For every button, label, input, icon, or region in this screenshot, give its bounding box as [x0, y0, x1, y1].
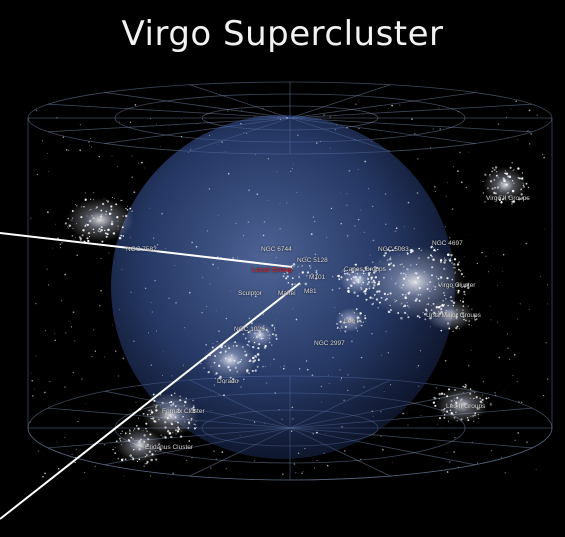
label-ngc-5128: NGC 5128 [297, 257, 328, 264]
page-title: Virgo Supercluster [121, 14, 444, 54]
label-fornax-cluster: Fornax Cluster [162, 408, 205, 415]
label-dorado: Dorado [217, 378, 239, 385]
pointer-line-lower [0, 282, 301, 520]
label-ngc-2997: NGC 2997 [314, 340, 345, 347]
label-virgo-cluster: Virgo Cluster [438, 282, 476, 289]
label-eridanus-cluster: Eridanus Cluster [145, 444, 194, 451]
galaxy-clusters [66, 167, 527, 463]
label-m101: M101 [309, 274, 326, 281]
label-sculptor: Sculptor [238, 290, 262, 297]
pointer-line-upper [0, 232, 293, 268]
label-ngc-4697: NGC 4697 [432, 240, 463, 247]
label-maffei: Maffei [278, 290, 296, 297]
label-virgo-ii-groups: Virgo II Groups [486, 195, 530, 202]
label-ursa-major-groups: Ursa Major Groups [426, 312, 481, 319]
label-m81: M81 [304, 288, 317, 295]
local-sphere [111, 115, 455, 459]
pointer-lines [0, 232, 301, 520]
label-ngc-6744: NGC 6744 [261, 246, 292, 253]
label-canes-groups: Canes Groups [344, 266, 386, 273]
label-ngc-5033: NGC 5033 [378, 246, 409, 253]
label-ngc-1023: NGC 1023 [234, 326, 265, 333]
label-leo-ii-groups: Leo II Groups [446, 403, 486, 410]
label-leo-i: Leo I [344, 318, 359, 325]
label-local-group: Local Group [251, 265, 293, 274]
label-ngc-7582: NGC 7582 [126, 246, 157, 253]
